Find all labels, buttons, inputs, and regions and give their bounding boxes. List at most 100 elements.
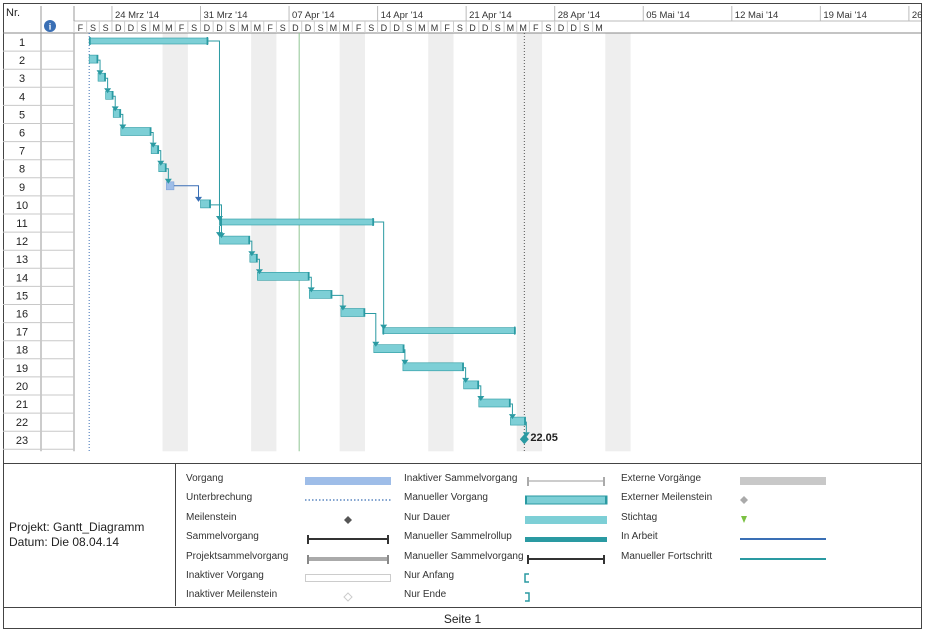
link-arrow — [401, 359, 409, 365]
task-bar-end — [508, 399, 511, 407]
link-arrow — [164, 178, 172, 184]
day-label: S — [545, 23, 551, 33]
day-label: D — [115, 23, 122, 33]
day-label: S — [191, 23, 197, 33]
legend-deadline-icon — [740, 513, 828, 524]
dependency-link — [332, 294, 344, 306]
day-label: M — [595, 23, 603, 33]
day-label: S — [318, 23, 324, 33]
dependency-link — [510, 403, 513, 415]
link-arrow — [111, 106, 119, 112]
task-bar-end — [149, 127, 152, 136]
day-label: S — [90, 23, 96, 33]
inactive-task-bar — [166, 181, 175, 191]
week-label: 14 Apr '14 — [381, 10, 424, 21]
day-label: D — [128, 23, 135, 33]
legend-summary-symbol — [305, 532, 393, 545]
task-bar-end — [307, 272, 310, 281]
row-number: 19 — [16, 363, 28, 375]
row-number: 9 — [19, 182, 25, 194]
day-label: D — [204, 23, 211, 33]
task-bar-end — [363, 308, 365, 317]
legend-label: Unterbrechung — [186, 492, 253, 504]
legend-project-summary-symbol — [305, 552, 393, 564]
task-bar-end — [462, 362, 464, 371]
legend-manual-rollup-symbol — [525, 532, 611, 543]
project-name: Projekt: Gantt_Diagramm — [9, 520, 145, 534]
task-bar — [219, 235, 251, 245]
week-label: 12 Mai '14 — [735, 10, 779, 21]
week-label: 28 Apr '14 — [558, 10, 601, 21]
link-arrow — [157, 160, 165, 166]
row-number: 21 — [16, 399, 28, 411]
weekend-shade — [251, 33, 277, 452]
summary-bar — [88, 37, 209, 45]
day-label: F — [179, 23, 185, 33]
task-bar-end — [255, 254, 258, 263]
day-label: D — [558, 23, 565, 33]
task-bar — [478, 398, 511, 408]
link-arrow — [380, 324, 388, 330]
milestone-label: 22.05 — [530, 432, 558, 444]
day-label: S — [583, 23, 589, 33]
day-label: S — [280, 23, 286, 33]
week-label: 19 Mai '14 — [823, 10, 867, 21]
dependency-link — [98, 59, 101, 71]
legend-inactive-milestone-symbol — [305, 590, 393, 603]
legend-duration-only-symbol — [525, 513, 611, 524]
day-label: M — [431, 23, 439, 33]
day-label: M — [330, 23, 338, 33]
row-number: 5 — [19, 109, 25, 121]
task-bar — [373, 344, 405, 354]
legend-label: Stichtag — [621, 511, 658, 523]
link-arrow — [477, 396, 485, 401]
task-bar-end — [477, 380, 479, 389]
legend-finish-only-symbol — [523, 590, 609, 603]
row-number: 16 — [16, 309, 28, 321]
link-arrow — [255, 269, 263, 275]
task-bar — [402, 362, 464, 372]
legend-task-symbol — [305, 474, 393, 485]
week-label: 05 Mai '14 — [646, 10, 690, 21]
legend-label: Manueller Sammelvorgang — [404, 550, 524, 562]
day-label: S — [495, 23, 501, 33]
dependency-link — [173, 185, 199, 200]
link-arrow — [462, 377, 470, 383]
day-label: S — [103, 23, 109, 33]
summary-bar-start — [89, 37, 91, 45]
summary-bar-start — [382, 326, 385, 335]
day-label: M — [241, 23, 249, 33]
project-date: Datum: Die 08.04.14 — [9, 535, 120, 549]
dependency-link — [166, 168, 169, 179]
weekend-shade — [162, 33, 188, 452]
task-bar-end — [248, 236, 250, 245]
legend-label: Inaktiver Vorgang — [186, 570, 264, 581]
day-label: S — [406, 23, 412, 33]
link-arrow — [119, 124, 127, 130]
link-arrow — [508, 414, 516, 420]
row-number: 14 — [16, 272, 28, 284]
day-label: D — [216, 23, 223, 33]
day-label: F — [444, 23, 450, 33]
day-label: F — [356, 23, 362, 33]
day-label: M — [519, 23, 527, 33]
legend-external-milestone-symbol — [740, 493, 828, 505]
row-number: 10 — [16, 200, 28, 212]
legend-inactive-task-symbol — [305, 571, 393, 582]
week-label: 24 Mrz '14 — [115, 10, 159, 21]
task-bar-end — [111, 91, 114, 100]
task-bar-end — [164, 163, 167, 172]
day-label: M — [254, 23, 262, 33]
task-bar-end — [104, 73, 106, 82]
link-arrow — [96, 70, 104, 76]
link-arrow — [248, 251, 256, 257]
link-arrow — [307, 287, 315, 293]
legend-start-only-symbol — [523, 571, 609, 583]
day-label: S — [368, 23, 374, 33]
legend-label: In Arbeit — [621, 531, 658, 543]
row-number: 12 — [16, 236, 28, 248]
summary-bar-start — [219, 218, 221, 226]
summary-bar — [382, 327, 516, 334]
day-label: S — [229, 23, 235, 33]
